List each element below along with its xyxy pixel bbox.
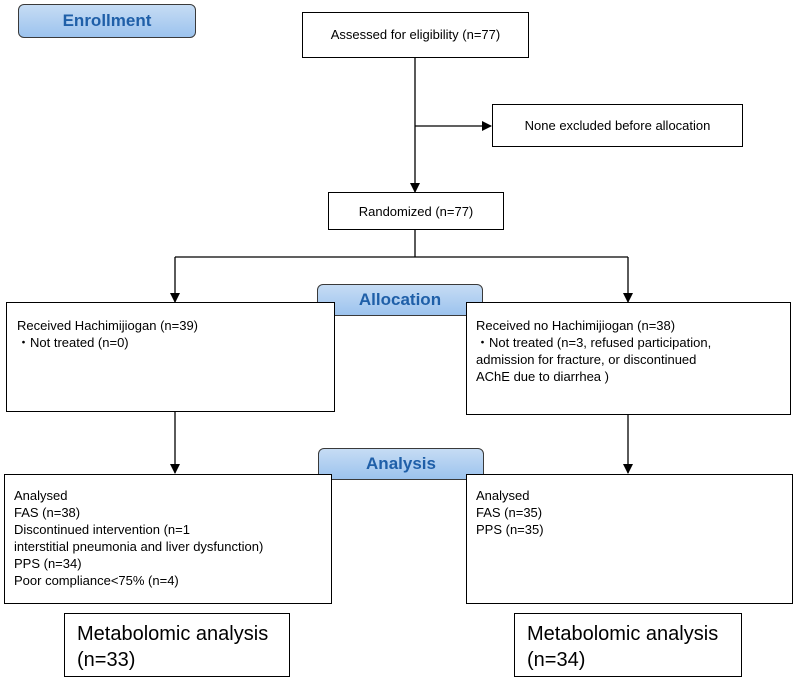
right-analysis-line: PPS (n=35) [476, 522, 544, 537]
randomized-box: Randomized (n=77) [328, 192, 504, 230]
allocation-stage-label: Allocation [317, 284, 483, 316]
excluded-text: None excluded before allocation [524, 118, 711, 133]
left-analysis-line: Discontinued intervention (n=1 [14, 522, 190, 537]
right-allocation-line: Received no Hachimijiogan (n=38) [476, 318, 676, 333]
right-metabolomic-line: (n=34) [527, 649, 586, 671]
left-allocation-box: Received Hachimijiogan (n=39) ・Not treat… [6, 302, 335, 412]
right-analysis-line: FAS (n=35) [476, 505, 543, 520]
right-metabolomic-box: Metabolomic analysis (n=34) [514, 613, 742, 677]
left-allocation-line: Received Hachimijiogan (n=39) [17, 318, 199, 333]
left-analysis-line: FAS (n=38) [14, 505, 81, 520]
left-metabolomic-line: (n=33) [77, 649, 136, 671]
left-metabolomic-box: Metabolomic analysis (n=33) [64, 613, 290, 677]
left-analysis-line: PPS (n=34) [14, 556, 82, 571]
left-analysis-line: interstitial pneumonia and liver dysfunc… [14, 539, 264, 554]
left-analysis-box: Analysed FAS (n=38) Discontinued interve… [4, 474, 332, 604]
left-allocation-line: ・Not treated (n=0) [17, 335, 129, 350]
enrollment-stage-label: Enrollment [18, 4, 196, 38]
left-analysis-line: Analysed [14, 488, 68, 503]
right-allocation-line: ・Not treated (n=3, refused participation… [476, 335, 712, 350]
right-allocation-box: Received no Hachimijiogan (n=38) ・Not tr… [466, 302, 791, 415]
assessed-box: Assessed for eligibility (n=77) [302, 12, 529, 58]
right-analysis-line: Analysed [476, 488, 530, 503]
assessed-text: Assessed for eligibility (n=77) [330, 27, 501, 42]
randomized-text: Randomized (n=77) [358, 204, 474, 219]
right-metabolomic-line: Metabolomic analysis [527, 623, 719, 645]
excluded-box: None excluded before allocation [492, 104, 743, 147]
right-allocation-line: AChE due to diarrhea ) [476, 369, 609, 384]
right-allocation-line: admission for fracture, or discontinued [476, 352, 697, 367]
right-analysis-box: Analysed FAS (n=35) PPS (n=35) [466, 474, 793, 604]
left-analysis-line: Poor compliance<75% (n=4) [14, 573, 179, 588]
left-metabolomic-line: Metabolomic analysis [77, 623, 269, 645]
analysis-stage-label: Analysis [318, 448, 484, 480]
